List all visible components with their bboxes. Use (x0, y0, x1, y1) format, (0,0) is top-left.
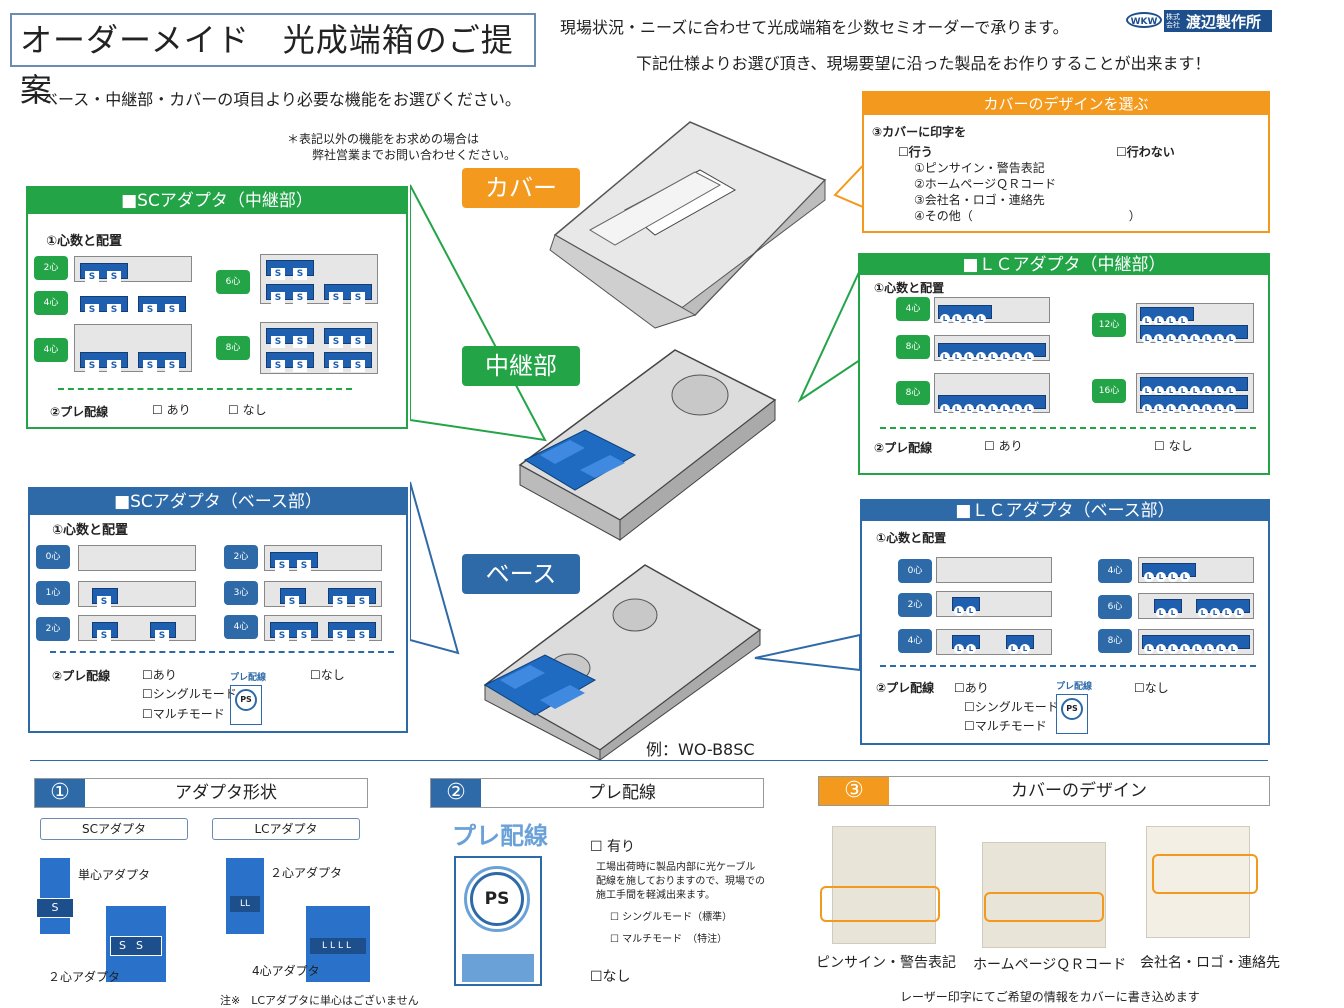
sc-base-yes[interactable]: ☐あり (142, 668, 177, 682)
sc-relay-yes[interactable]: ☐ あり (152, 403, 191, 417)
cover-callout (833, 156, 870, 212)
sc-adapter-pill: SCアダプタ (40, 818, 188, 840)
cover-photo-company (1146, 826, 1250, 938)
cover-print-dont[interactable]: ☐行わない (1116, 145, 1175, 159)
header-line2: 下記仕様よりお選び頂き、現場要望に沿った製品をお作りすることが出来ます！ (636, 54, 1211, 73)
highlight-qr (984, 892, 1104, 922)
preroute-single[interactable]: ☐ シングルモード（標準） (610, 912, 733, 923)
page-title: オーダーメイド 光成端箱のご提案 (10, 13, 536, 109)
footer-note: レーザー印字にてご希望の情報をカバーに書き込めます (900, 990, 1200, 1004)
lc-base-callout (754, 633, 861, 672)
section2-header: ② プレ配線 (430, 778, 764, 808)
cover-print-do[interactable]: ☐行う (898, 145, 933, 159)
label-base: ベース (462, 554, 580, 594)
sc-relay-no[interactable]: ☐ なし (228, 403, 267, 417)
cover-design-title: カバーのデザインを選ぶ (864, 93, 1268, 115)
lc-adapter-pill: LCアダプタ (212, 818, 360, 840)
ps-logo-icon: プレ配線 PS (1056, 679, 1092, 734)
sc-base-single[interactable]: ☐シングルモード (142, 687, 237, 701)
dual-sc-adapter-icon: SS (106, 906, 166, 982)
header-line1: 現場状況・ニーズに合わせて光成端箱を少数セミオーダーで承ります。 (560, 18, 1069, 37)
ps-logo-icon: プレ配線 PS (230, 670, 266, 725)
ps-logo-title: プレ配線 (452, 822, 548, 850)
note-line1: ＊表記以外の機能をお求めの場合は (287, 132, 480, 146)
device-illustration (410, 121, 870, 760)
preroute-yes[interactable]: ☐ 有り (590, 839, 636, 855)
sc-base-no[interactable]: ☐なし (310, 668, 345, 682)
intro-text: ベース・中継部・カバーの項目より必要な機能をお選びください。 (42, 90, 521, 109)
preroute-no[interactable]: ☐なし (590, 969, 631, 985)
lc-relay-no[interactable]: ☐ なし (1154, 439, 1193, 453)
sc-base-title: ■SCアダプタ（ベース部） (30, 489, 406, 515)
single-sc-adapter-icon: S (36, 858, 74, 934)
cover-photo-pin (832, 826, 936, 944)
dual-lc-adapter-icon: LL (226, 858, 264, 934)
lc-note: 注※ LCアダプタに単心はございません (220, 994, 419, 1007)
section3-header: ③ カバーのデザイン (818, 776, 1270, 806)
lc-base-single[interactable]: ☐シングルモード (964, 700, 1059, 714)
company-logo: WKW 株式会社 渡辺製作所 (1126, 10, 1272, 32)
sc-relay-title: ■SCアダプタ（中継部） (28, 188, 406, 214)
highlight-company (1152, 854, 1258, 894)
lc-base-title: ■ＬＣアダプタ（ベース部） (862, 501, 1268, 521)
lc-relay-callout (797, 269, 861, 403)
label-cover: カバー (462, 168, 580, 208)
note-line2: 弊社営業までお問い合わせください。 (312, 148, 517, 162)
cover-design-panel: カバーのデザインを選ぶ ③カバーに印字を ☐行う ☐行わない ①ピンサイン・警告… (862, 91, 1270, 233)
preroute-multi[interactable]: ☐ マルチモード （特注） (610, 934, 728, 945)
sc-base-callout (410, 481, 460, 655)
sc-base-multi[interactable]: ☐マルチモード (142, 707, 225, 721)
cover-photo-qr (982, 842, 1106, 948)
highlight-pin (820, 886, 940, 922)
ps-large-icon: PS (454, 856, 542, 986)
label-relay: 中継部 (462, 346, 580, 386)
company-name: 渡辺製作所 (1186, 13, 1262, 31)
lc-base-yes[interactable]: ☐あり (954, 681, 989, 695)
cover-illustration (549, 121, 827, 329)
base-illustration (483, 564, 762, 760)
section-divider (30, 760, 1268, 761)
sc-relay-callout (410, 184, 547, 442)
lc-base-no[interactable]: ☐なし (1134, 681, 1169, 695)
relay-illustration (518, 349, 777, 542)
lc-relay-yes[interactable]: ☐ あり (984, 439, 1023, 453)
lc-relay-title: ■ＬＣアダプタ（中継部） (860, 255, 1268, 275)
lc-base-multi[interactable]: ☐マルチモード (964, 719, 1047, 733)
wkw-logo-icon: WKW (1126, 12, 1162, 28)
sc-base-panel: ■SCアダプタ（ベース部） ①心数と配置 0心 1心 S 2心 S S 2心 S… (28, 487, 408, 733)
example-model: 例：WO-B8SC (646, 740, 755, 759)
section1-header: ① アダプタ形状 (34, 778, 368, 808)
quad-lc-adapter-icon: LLLL (306, 906, 370, 982)
